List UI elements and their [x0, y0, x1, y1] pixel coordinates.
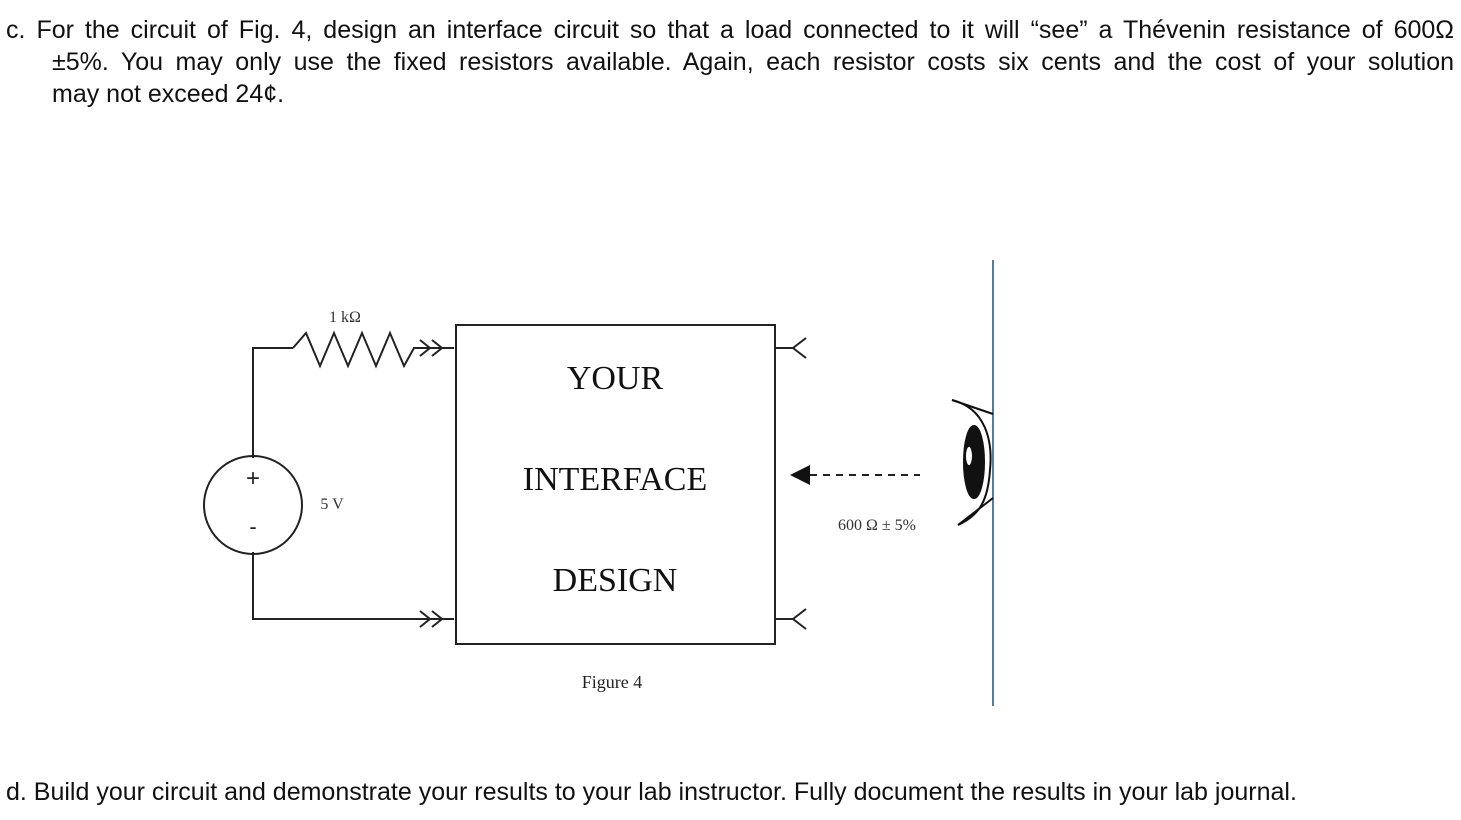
top-left-wire: [252, 347, 293, 458]
question-c: c. For the circuit of Fig. 4, design an …: [6, 14, 1454, 110]
eye-icon: [951, 399, 994, 526]
resistor-label: 1 kΩ: [329, 309, 361, 326]
question-c-line-1: c. For the circuit of Fig. 4, design an …: [6, 16, 1454, 44]
question-d: d. Build your circuit and demonstrate yo…: [6, 778, 1297, 806]
top-connector-arrow-2: [431, 339, 444, 357]
resistor-1k: [292, 330, 454, 369]
right-top-terminal-fork: [791, 337, 807, 359]
top-connector-arrow-1: [419, 339, 432, 357]
box-line-your: YOUR: [567, 360, 664, 397]
bottom-connector-arrow-2: [431, 610, 444, 628]
source-value: 5 V: [320, 496, 344, 513]
resistance-label: 600 Ω ± 5%: [838, 517, 916, 534]
bottom-connector-arrow-1: [419, 610, 432, 628]
interface-box: [455, 324, 776, 645]
source-minus: -: [249, 514, 256, 539]
figure-caption: Figure 4: [582, 672, 643, 692]
question-c-line-3: may not exceed 24¢.: [52, 80, 285, 108]
bottom-wire: [252, 552, 454, 620]
arrowhead: [790, 465, 810, 485]
right-bottom-terminal-fork: [791, 608, 807, 630]
voltage-source: [203, 455, 303, 555]
question-c-line-2: ±5%. You may only use the fixed resistor…: [52, 48, 1454, 76]
box-line-design: DESIGN: [553, 562, 678, 599]
box-line-interface: INTERFACE: [523, 461, 707, 498]
source-plus: +: [246, 465, 260, 492]
